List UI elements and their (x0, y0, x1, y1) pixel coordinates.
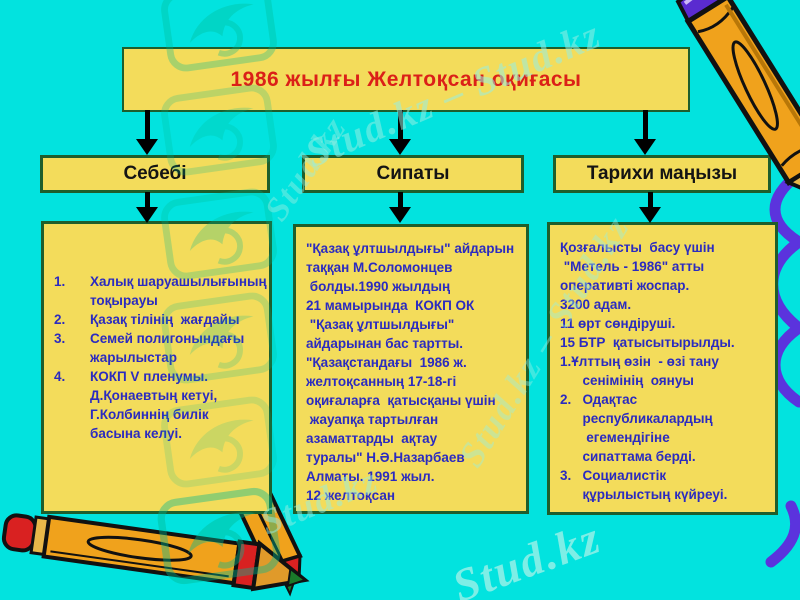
header-label: Себебі (123, 163, 187, 184)
flow-arrow (398, 192, 403, 209)
list-number: 4. (54, 369, 66, 384)
list-number: 2. (54, 312, 66, 327)
column-header-character: Сипаты (302, 155, 524, 193)
pencil-icon (675, 0, 800, 205)
page-title: 1986 жылғы Желтоқсан оқиғасы (230, 67, 582, 91)
flow-arrow (648, 192, 653, 209)
arrow-head-icon (136, 207, 158, 223)
content-box-significance: Қозғалысты басу үшін "Метель - 1986" атт… (547, 222, 778, 515)
body-text: Қозғалысты басу үшін "Метель - 1986" атт… (560, 240, 735, 502)
arrow-head-icon (634, 139, 656, 155)
header-label: Сипаты (376, 163, 450, 184)
list-item: 1. Халық шаруашылығының тоқырауы (54, 272, 267, 310)
column-header-significance: Тарихи маңызы (553, 155, 771, 193)
watermark-text: Stud.kz (445, 511, 608, 600)
column-header-causes: Себебі (40, 155, 270, 193)
header-label: Тарихи маңызы (586, 163, 738, 184)
list-item: 2. Қазақ тілінің жағдайы (54, 310, 261, 329)
arrow-head-icon (389, 139, 411, 155)
title-box: 1986 жылғы Желтоқсан оқиғасы (122, 47, 690, 112)
list-item: 3. Семей полигонындағы жарылыстар (54, 329, 261, 367)
arrow-head-icon (389, 207, 411, 223)
list-item: 4. КОКП V пленумы. Д.Қонаевтың кетуі, Г.… (54, 367, 261, 443)
list-text: Семей полигонындағы жарылыстар (90, 331, 245, 365)
list-text: Қазақ тілінің жағдайы (90, 312, 240, 327)
content-box-character: "Қазақ ұлтшылдығы" айдарын таққан М.Соло… (293, 224, 529, 514)
list-number: 3. (54, 331, 66, 346)
flow-arrow (145, 110, 150, 140)
arrow-head-icon (639, 207, 661, 223)
content-box-causes: 1. Халық шаруашылығының тоқырауы 2. Қаза… (41, 221, 272, 514)
arrow-head-icon (136, 139, 158, 155)
body-text: "Қазақ ұлтшылдығы" айдарын таққан М.Соло… (306, 241, 515, 503)
list-text: КОКП V пленумы. Д.Қонаевтың кетуі, Г.Кол… (90, 369, 218, 441)
flow-arrow (145, 192, 150, 209)
flow-arrow (398, 110, 403, 140)
list-number: 1. (54, 274, 66, 289)
flow-arrow (643, 110, 648, 140)
list-text: Халық шаруашылығының тоқырауы (90, 274, 267, 308)
